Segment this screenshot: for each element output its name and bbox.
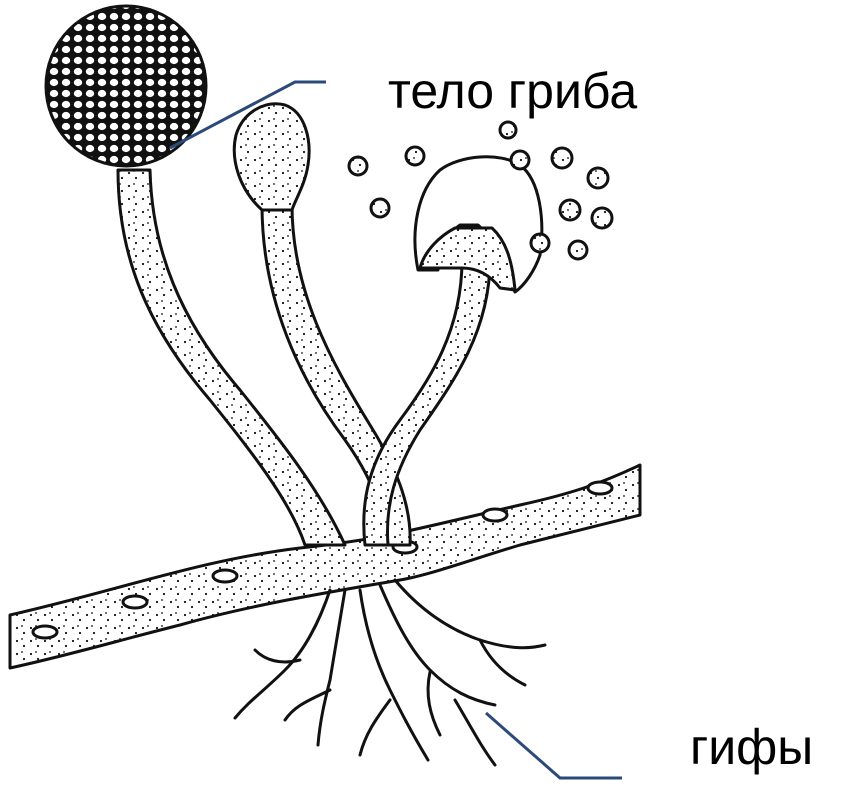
rhizoid-hyphae [235,580,545,765]
hyphae-label: гифы [690,722,813,772]
fruiting-body-label: тело гриба [388,66,637,116]
stolon-hypha [10,465,640,668]
hyphae-leader-line [486,713,622,778]
right-sporangiophore [364,157,542,545]
